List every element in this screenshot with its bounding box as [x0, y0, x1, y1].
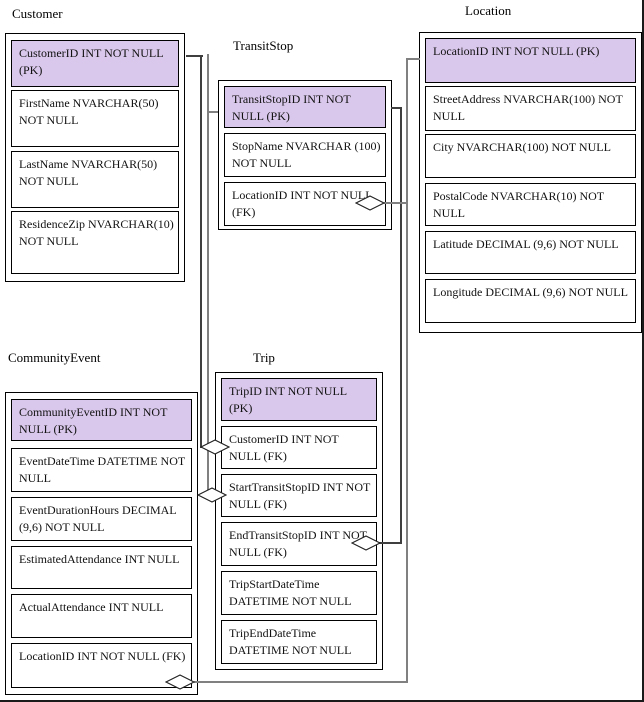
field-communityevent-2: EventDurationHours DECIMAL (9,6) NOT NUL…: [11, 497, 192, 541]
field-trip-1: CustomerID INT NOT NULL (FK): [221, 426, 377, 469]
field-trip-0-pk: TripID INT NOT NULL (PK): [221, 378, 377, 421]
connector-location-communityevent-h: [194, 681, 408, 683]
field-transitstop-0-pk: TransitStopID INT NOT NULL (PK): [224, 86, 386, 128]
field-communityevent-4: ActualAttendance INT NULL: [11, 594, 192, 638]
field-customer-2: LastName NVARCHAR(50) NOT NULL: [11, 151, 179, 208]
field-communityevent-1: EventDateTime DATETIME NOT NULL: [11, 448, 192, 492]
field-communityevent-5: LocationID INT NOT NULL (FK): [11, 643, 192, 688]
entity-title-transitstop: TransitStop: [233, 38, 294, 53]
field-communityevent-3: EstimatedAttendance INT NULL: [11, 546, 192, 589]
field-transitstop-2: LocationID INT NOT NULL (FK): [224, 182, 386, 226]
field-location-3: PostalCode NVARCHAR(10) NOT NULL: [425, 183, 636, 226]
field-trip-3: EndTransitStopID INT NOT NULL (FK): [221, 522, 377, 566]
entity-title-trip: Trip: [253, 350, 275, 365]
field-trip-4: TripStartDateTime DATETIME NOT NULL: [221, 571, 377, 615]
connector-location-trunk-top: [407, 58, 420, 60]
field-location-0-pk: LocationID INT NOT NULL (PK): [425, 38, 636, 83]
entity-customer: CustomerID INT NOT NULL (PK)FirstName NV…: [5, 33, 185, 282]
relationship-diamond-transitstop-locationid: [355, 195, 385, 211]
relationship-diamond-trip-starttransitstopid: [197, 487, 227, 503]
entity-title-location: Location: [465, 3, 512, 18]
field-location-4: Latitude DECIMAL (9,6) NOT NULL: [425, 231, 636, 274]
connector-customer-trip-h1: [186, 55, 203, 57]
entity-communityevent: CommunityEventID INT NOT NULL (PK) EventD…: [5, 392, 198, 695]
field-location-5: Longitude DECIMAL (9,6) NOT NULL: [425, 279, 636, 323]
field-trip-5: TripEndDateTime DATETIME NOT NULL: [221, 620, 377, 664]
relationship-diamond-trip-customerid: [200, 439, 230, 455]
entity-transitstop: TransitStopID INT NOT NULL (PK) StopName …: [218, 80, 392, 230]
field-trip-2: StartTransitStopID INT NOT NULL (FK): [221, 474, 377, 517]
entity-title-customer: Customer: [12, 6, 63, 21]
connector-transitstop-trip-end-h1: [391, 107, 402, 109]
field-location-2: City NVARCHAR(100) NOT NULL: [425, 134, 636, 178]
field-customer-1: FirstName NVARCHAR(50) NOT NULL: [11, 90, 179, 147]
connector-transitstop-trip-start-h: [207, 111, 218, 113]
connector-transitstop-trip-end-v: [400, 107, 402, 544]
field-location-1: StreetAddress NVARCHAR(100) NOT NULL: [425, 86, 636, 131]
field-customer-0-pk: CustomerID INT NOT NULL (PK): [11, 40, 179, 87]
field-communityevent-0-pk: CommunityEventID INT NOT NULL (PK): [11, 399, 192, 441]
relationship-diamond-communityevent-locationid: [165, 674, 195, 690]
field-customer-3: ResidenceZip NVARCHAR(10) NOT NULL: [11, 211, 179, 274]
connector-transitstop-trip-start-v: [207, 54, 209, 495]
entity-trip: TripID INT NOT NULL (PK) CustomerID INT N…: [215, 372, 383, 670]
entity-location: LocationID INT NOT NULL (PK)StreetAddres…: [419, 32, 642, 333]
entity-title-communityevent: CommunityEvent: [8, 350, 101, 365]
relationship-diamond-trip-endtransitstopid: [351, 535, 381, 551]
field-transitstop-1: StopName NVARCHAR (100) NOT NULL: [224, 133, 386, 177]
connector-location-transitstop-branch: [384, 202, 407, 204]
connector-customer-trip-v: [200, 55, 202, 448]
connector-transitstop-trip-end-h2: [379, 542, 402, 544]
connector-location-trunk-v: [406, 58, 408, 683]
